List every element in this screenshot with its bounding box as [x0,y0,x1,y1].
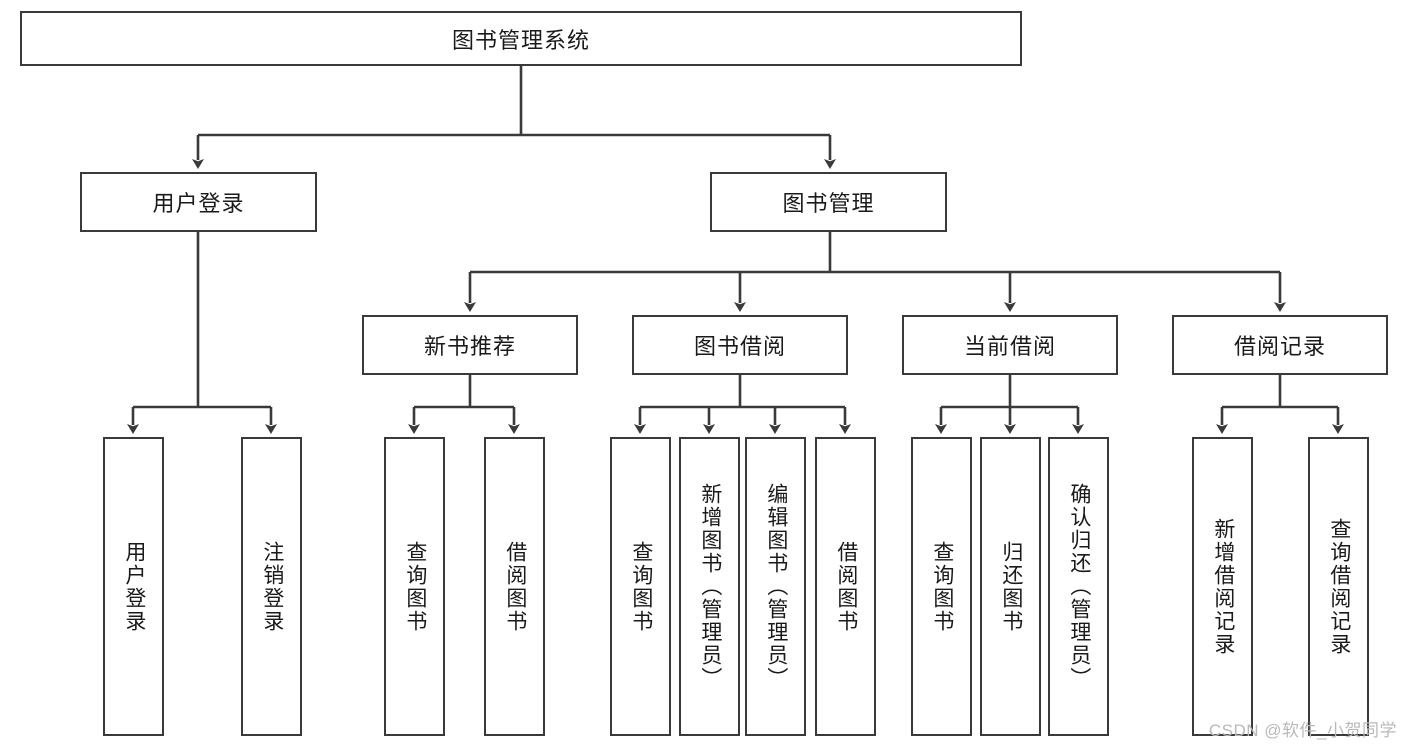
node-new-book-recommend[interactable]: 新书推荐 [362,315,578,375]
node-label: 借阅图书 [503,540,527,633]
node-current-borrow[interactable]: 当前借阅 [902,315,1118,375]
node-label: 编辑图书（管理员） [764,483,788,690]
leaf-borrow-record-add-record[interactable]: 新增借阅记录 [1192,437,1253,736]
leaf-current-borrow-confirm-return[interactable]: 确认归还（管理员） [1048,437,1109,736]
node-label: 图书管理 [782,191,875,216]
node-user-login[interactable]: 用户登录 [80,172,317,232]
node-book-management[interactable]: 图书管理 [710,172,947,232]
node-label: 新书推荐 [423,334,516,359]
leaf-book-borrow-borrow-book[interactable]: 借阅图书 [815,437,876,736]
leaf-book-borrow-edit-book[interactable]: 编辑图书（管理员） [745,437,806,736]
node-borrow-record[interactable]: 借阅记录 [1172,315,1388,375]
node-label: 查询图书 [629,540,653,633]
node-label: 借阅记录 [1233,334,1326,359]
leaf-current-borrow-query-book[interactable]: 查询图书 [911,437,972,736]
leaf-user-login-login[interactable]: 用户登录 [103,437,164,736]
node-label: 归还图书 [999,540,1023,633]
node-label: 图书借阅 [693,334,786,359]
leaf-book-borrow-query-book[interactable]: 查询图书 [610,437,671,736]
watermark-text: CSDN @软件_小贺同学 [1208,721,1397,740]
node-label: 查询图书 [403,540,427,633]
node-label: 用户登录 [122,540,146,633]
node-label: 注销登录 [260,540,284,633]
node-label: 图书管理系统 [451,27,590,53]
leaf-user-login-logout[interactable]: 注销登录 [241,437,302,736]
node-label: 查询图书 [930,540,954,633]
node-label: 新增借阅记录 [1211,517,1235,656]
leaf-new-book-query-book[interactable]: 查询图书 [384,437,445,736]
node-label: 当前借阅 [963,334,1056,359]
leaf-book-borrow-add-book[interactable]: 新增图书（管理员） [679,437,740,736]
leaf-current-borrow-return-book[interactable]: 归还图书 [980,437,1041,736]
node-root-book-management-system[interactable]: 图书管理系统 [20,11,1022,66]
node-label: 新增图书（管理员） [698,483,722,690]
node-label: 确认归还（管理员） [1067,483,1091,690]
node-label: 用户登录 [152,191,245,216]
node-book-borrow[interactable]: 图书借阅 [632,315,848,375]
leaf-borrow-record-query-record[interactable]: 查询借阅记录 [1308,437,1369,736]
node-label: 查询借阅记录 [1327,517,1351,656]
node-label: 借阅图书 [834,540,858,633]
leaf-new-book-borrow-book[interactable]: 借阅图书 [484,437,545,736]
